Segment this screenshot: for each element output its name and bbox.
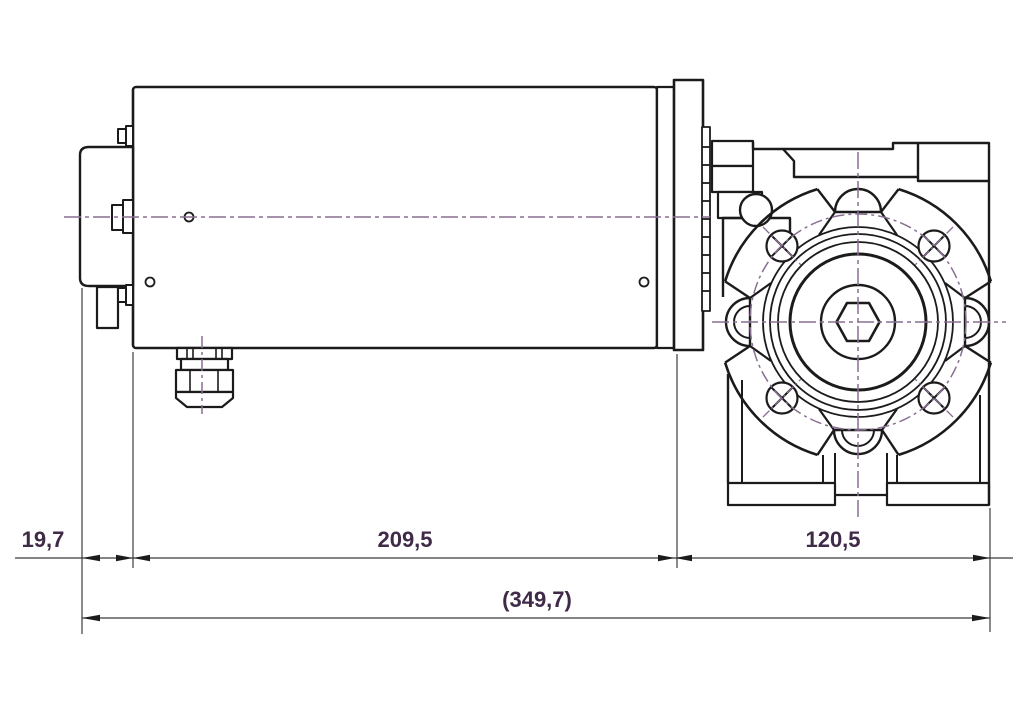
extension-lines bbox=[15, 288, 1013, 634]
gearbox-housing bbox=[701, 126, 991, 507]
housing-hole-left bbox=[144, 276, 156, 288]
flange-chamfers bbox=[724, 188, 992, 456]
flange-arc-sw bbox=[723, 362, 818, 457]
arrow-120-5-right bbox=[973, 554, 990, 562]
gearbox-neck-bottom bbox=[782, 148, 918, 179]
bolt-circle-centerline bbox=[749, 213, 967, 431]
flange-arc-nw bbox=[723, 187, 818, 282]
terminal-box bbox=[95, 285, 120, 330]
motor-mounting-plate bbox=[672, 78, 705, 352]
gland-neck bbox=[179, 357, 230, 372]
dim-label-19-7: 19,7 bbox=[22, 527, 65, 552]
gearbox-foot-left bbox=[726, 481, 837, 507]
arrow-209-5-left bbox=[133, 554, 150, 562]
adapter-ribs bbox=[701, 126, 711, 312]
arrow-total-right bbox=[972, 614, 990, 622]
adapter-block-upper bbox=[710, 139, 755, 168]
dimension-arrows bbox=[82, 554, 990, 622]
dimension-labels: 19,7 209,5 120,5 (349,7) bbox=[22, 527, 861, 612]
arrow-209-5-right bbox=[658, 554, 675, 562]
cable-gland bbox=[174, 346, 235, 409]
flange-arc-se bbox=[898, 362, 993, 457]
housing-hole-right bbox=[638, 276, 650, 288]
arrow-19-7-right bbox=[116, 554, 133, 562]
flange-arc-ne bbox=[898, 187, 993, 282]
gland-locknut bbox=[175, 346, 234, 361]
dim-label-total: (349,7) bbox=[502, 587, 572, 612]
input-bore bbox=[738, 192, 774, 228]
gearbox-neck-top bbox=[751, 141, 918, 151]
bolt-hole-diagonal-centerlines bbox=[762, 226, 954, 418]
dim-label-209-5: 209,5 bbox=[377, 527, 432, 552]
arrow-total-left bbox=[82, 614, 100, 622]
screw-top-collar bbox=[125, 125, 134, 147]
gland-dome bbox=[174, 390, 235, 409]
centerlines bbox=[64, 152, 1006, 518]
gearbox-foot-right bbox=[885, 481, 991, 507]
dim-label-120-5: 120,5 bbox=[805, 527, 860, 552]
gearbox-top-block bbox=[916, 141, 991, 183]
motor-assembly bbox=[78, 78, 705, 409]
dimension-annotations: 19,7 209,5 120,5 (349,7) bbox=[15, 288, 1013, 634]
gland-nut bbox=[174, 368, 235, 394]
adapter-block-mid bbox=[710, 164, 755, 194]
screw-bottom-collar bbox=[125, 284, 134, 306]
arrow-19-7-left bbox=[82, 554, 100, 562]
arrow-120-5-left bbox=[675, 554, 692, 562]
